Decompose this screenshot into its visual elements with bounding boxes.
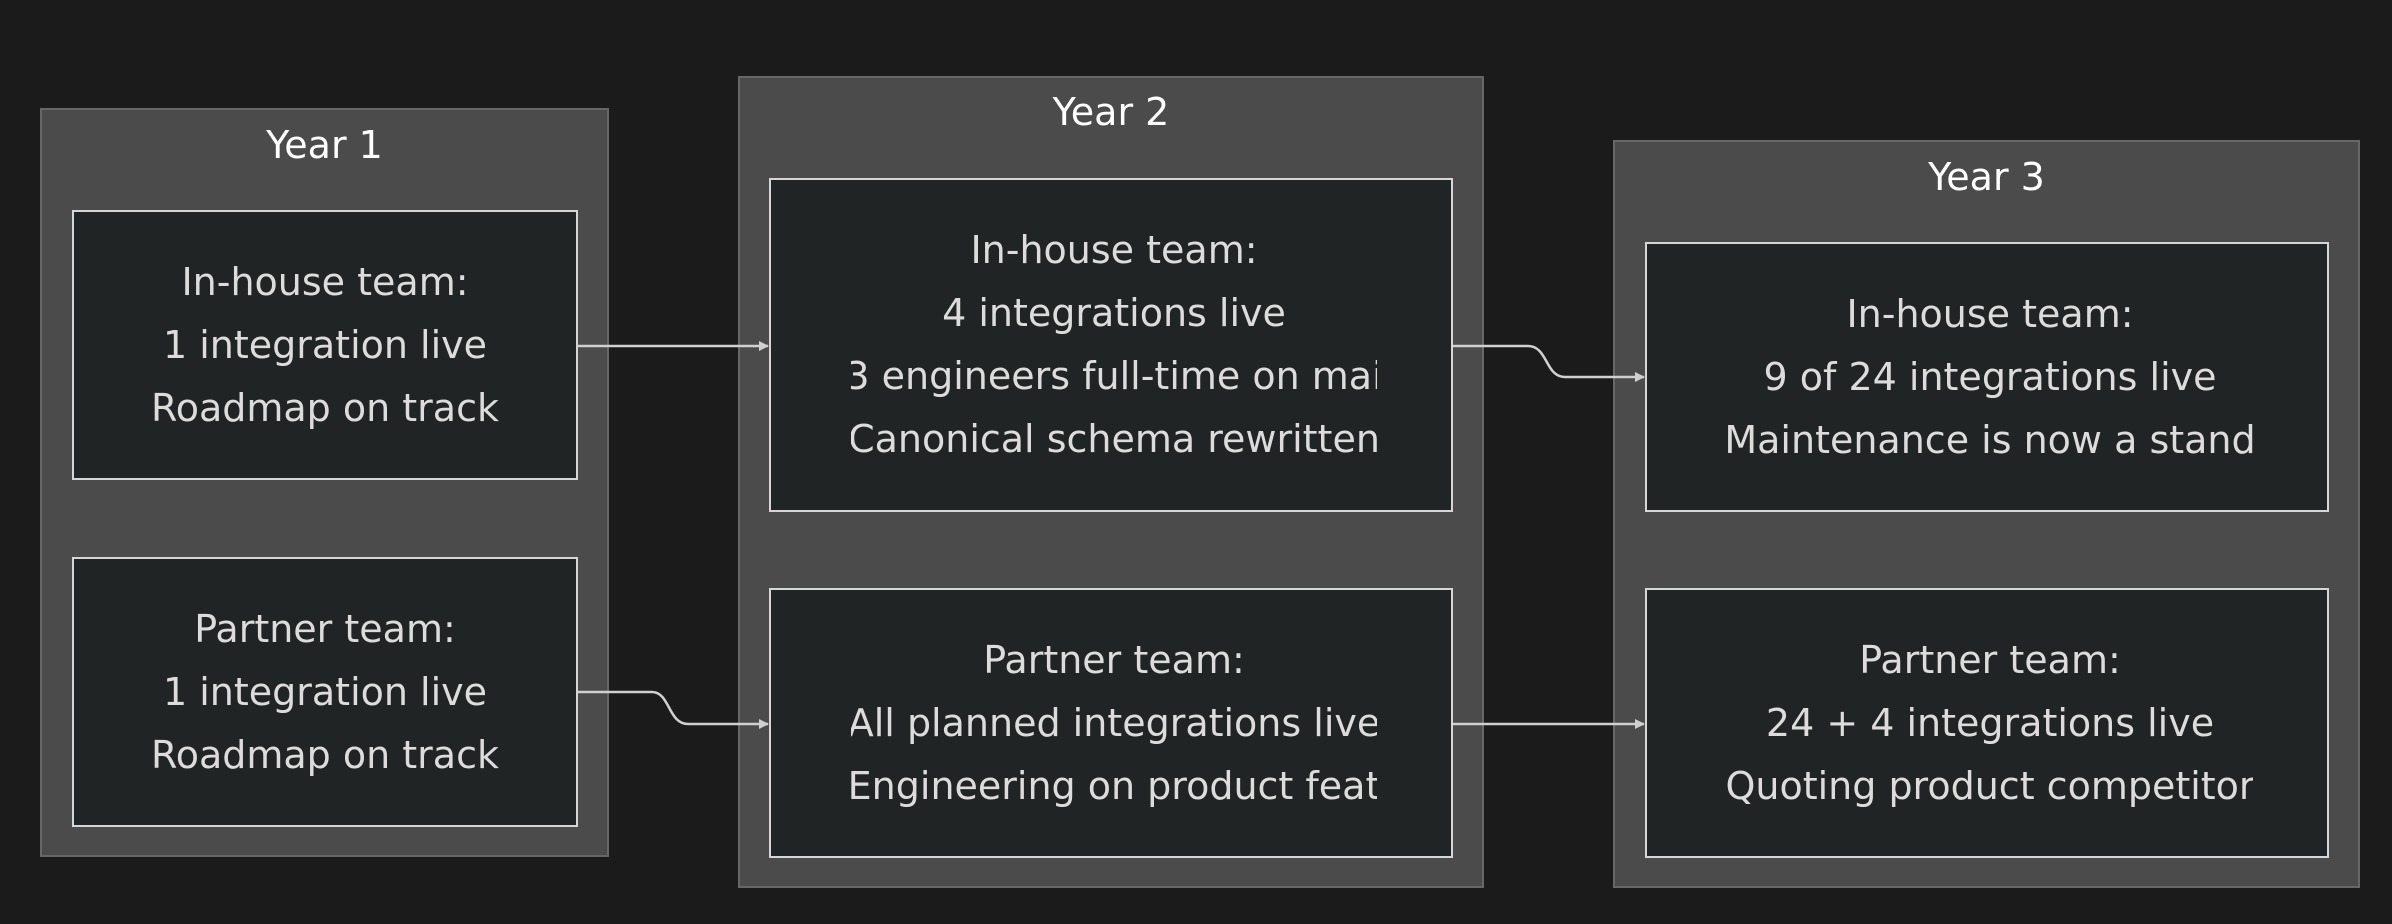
- node-line: Maintenance is now a stand: [1727, 417, 2253, 462]
- node-line: 1 integration live: [162, 322, 488, 367]
- edge-y2-inhouse-to-y3-inhouse: [1453, 344, 1645, 382]
- node-line: Roadmap on track: [151, 385, 499, 430]
- node-year-2-in-house: In-house team: 4 integrations live 3 eng…: [769, 178, 1453, 512]
- node-line: 9 of 24 integrations live: [1763, 354, 2217, 399]
- node-line: Partner team:: [194, 606, 456, 651]
- node-line: All planned integrations live: [851, 700, 1377, 745]
- node-line: Partner team:: [983, 637, 1245, 682]
- node-line: Roadmap on track: [151, 732, 499, 777]
- node-year-3-partner: Partner team: 24 + 4 integrations live Q…: [1645, 588, 2329, 858]
- node-year-1-partner: Partner team: 1 integration live Roadmap…: [72, 557, 578, 827]
- node-line: 3 engineers full-time on mai: [851, 354, 1377, 398]
- node-line: 4 integrations live: [942, 291, 1286, 335]
- node-line: In-house team:: [970, 228, 1258, 272]
- node-line: 1 integration live: [162, 669, 488, 714]
- node-year-3-in-house: In-house team: 9 of 24 integrations live…: [1645, 242, 2329, 512]
- node-line: Canonical schema rewritten: [851, 417, 1377, 461]
- node-line: In-house team:: [1846, 291, 2134, 336]
- node-year-2-partner: Partner team: All planned integrations l…: [769, 588, 1453, 858]
- group-title-year-3: Year 3: [1928, 155, 2045, 199]
- node-line: Engineering on product feat: [851, 763, 1377, 808]
- node-line: In-house team:: [181, 259, 469, 304]
- node-line: Partner team:: [1859, 637, 2121, 682]
- group-title-year-1: Year 1: [266, 123, 383, 167]
- group-title-year-2: Year 2: [1052, 90, 1170, 134]
- node-year-1-in-house: In-house team: 1 integration live Roadma…: [72, 210, 578, 480]
- edge-y1-partner-to-y2-partner: [578, 690, 769, 729]
- node-line: 24 + 4 integrations live: [1765, 700, 2215, 745]
- node-line: Quoting product competitor: [1727, 763, 2253, 808]
